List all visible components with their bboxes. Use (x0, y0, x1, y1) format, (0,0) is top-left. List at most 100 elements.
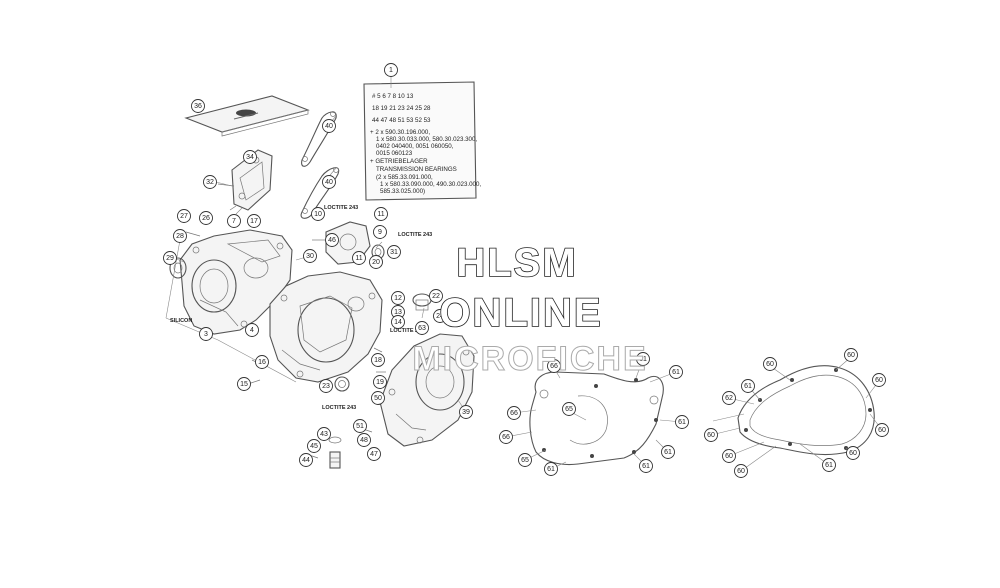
callout-number: 12 (394, 295, 402, 302)
callout-circle (763, 357, 777, 371)
callout-circle (299, 453, 313, 467)
callout-number: 61 (547, 466, 555, 473)
note-line-9: 585.33.025.000) (380, 188, 425, 195)
callout-number: 20 (372, 259, 380, 266)
callout-circle (163, 251, 177, 265)
callout-number: 34 (246, 154, 254, 161)
callout-circle (547, 359, 561, 373)
callout-number: 31 (390, 249, 398, 256)
callout-number: 15 (240, 381, 248, 388)
callout-circle (846, 446, 860, 460)
callout-60f: 60 (704, 428, 718, 442)
callout-circle (255, 355, 269, 369)
filler-plug (412, 293, 432, 311)
callout-number: 39 (462, 409, 470, 416)
callout-18: 18 (371, 353, 385, 367)
callout-number: 61 (744, 383, 752, 390)
callout-32: 32 (203, 175, 217, 189)
silicon-label: SILICON (170, 318, 192, 324)
callout-26: 26 (199, 211, 213, 225)
callout-40b: 40 (322, 175, 336, 189)
callout-circle (371, 391, 385, 405)
gasket-upper (301, 111, 337, 167)
callout-20: 20 (369, 255, 383, 269)
kit-note-panel: # 5 6 7 8 10 13 18 19 21 23 24 25 28 44 … (363, 76, 481, 201)
callout-66c: 66 (507, 406, 521, 420)
callout-circle (459, 405, 473, 419)
callout-61c: 61 (675, 415, 689, 429)
callout-circle (391, 291, 405, 305)
callout-number: 60 (849, 450, 857, 457)
loctite-label-c: LOCTITE 243 (390, 328, 424, 334)
callout-number: 61 (642, 463, 650, 470)
loctite-label-d: LOCTITE 243 (322, 405, 356, 411)
callout-number: 60 (737, 468, 745, 475)
callout-60a: 60 (763, 357, 777, 371)
callout-circle (391, 315, 405, 329)
note-line-5: + GETRIEBELAGER (370, 158, 428, 165)
callout-circle (872, 373, 886, 387)
callout-24: 24 (433, 309, 447, 323)
callout-30: 30 (303, 249, 317, 263)
callout-number: 44 (302, 457, 310, 464)
callout-60d: 60 (875, 423, 889, 437)
callout-40a: 40 (322, 119, 336, 133)
callout-circle (352, 251, 366, 265)
callout-circle (415, 321, 429, 335)
small-cover (217, 149, 273, 211)
callout-circle (544, 462, 558, 476)
callout-circle (173, 229, 187, 243)
callout-number: 11 (377, 211, 384, 218)
callout-number: 60 (878, 427, 886, 434)
callout-34: 34 (243, 150, 257, 164)
callout-circle (433, 309, 447, 323)
clutch-cover (379, 333, 475, 447)
callout-circle (203, 175, 217, 189)
callout-number: 60 (725, 453, 733, 460)
callout-number: 27 (180, 213, 188, 220)
callout-circle (669, 365, 683, 379)
callout-number: 14 (394, 319, 402, 326)
note-line-2: 1 x 580.30.033.000, 580.30.023.300, (376, 136, 477, 143)
shaft-seal (334, 376, 350, 392)
callout-number: 46 (328, 237, 336, 244)
callout-circle (311, 207, 325, 221)
callout-number: 32 (206, 179, 214, 186)
callout-number: 61 (672, 369, 680, 376)
callout-number: 16 (258, 359, 266, 366)
callout-number: 66 (510, 410, 518, 417)
callout-number: 65 (521, 457, 529, 464)
callout-9: 9 (373, 225, 387, 239)
callout-51: 51 (353, 419, 367, 433)
callout-circle (844, 348, 858, 362)
callout-number: 60 (847, 352, 855, 359)
callout-11: 11 (374, 207, 388, 221)
callout-number: 63 (418, 325, 426, 332)
callout-circle (322, 119, 336, 133)
callout-number: 30 (306, 253, 314, 260)
callout-61e: 61 (639, 459, 653, 473)
callout-circle (499, 430, 513, 444)
callout-circle (387, 245, 401, 259)
callout-62: 62 (722, 391, 736, 405)
callout-60g: 60 (722, 449, 736, 463)
callout-66a: 66 (547, 359, 561, 373)
kit-row-2: 18 19 21 23 24 25 28 (372, 105, 431, 112)
note-line-6: TRANSMISSION BEARINGS (376, 166, 457, 173)
callout-circle (325, 233, 339, 247)
callout-circle (199, 211, 213, 225)
callout-14: 14 (391, 315, 405, 329)
callout-61f: 61 (544, 462, 558, 476)
callout-22: 22 (429, 289, 443, 303)
callout-61d: 61 (661, 445, 675, 459)
callout-circle (734, 464, 748, 478)
callout-circle (191, 99, 205, 113)
callout-number: 11 (355, 255, 362, 262)
callout-60h: 60 (734, 464, 748, 478)
callout-number: 9 (378, 229, 382, 236)
callout-number: 4 (250, 327, 254, 334)
callout-45: 45 (307, 439, 321, 453)
callout-63: 63 (415, 321, 429, 335)
callout-number: 36 (194, 103, 202, 110)
